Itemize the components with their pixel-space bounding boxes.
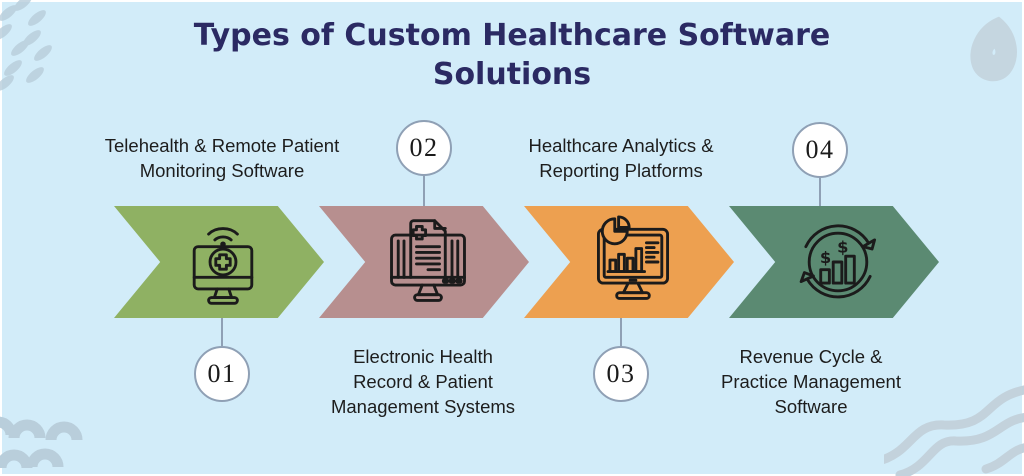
svg-text:$: $: [820, 248, 831, 267]
step-2-arrow: [319, 206, 529, 318]
analytics-dashboard-monitor-icon: [597, 215, 669, 300]
svg-text:$: $: [837, 237, 848, 256]
decor-arches-bottom-left: [0, 416, 83, 469]
step-2-connector-line: [423, 174, 425, 206]
decor-rings-top-right: [970, 16, 1017, 82]
ehr-document-monitor-icon: [390, 219, 466, 302]
step-4-arrow: $ $: [729, 206, 939, 318]
step-1-connector-line: [221, 318, 223, 346]
step-1-arrow: [114, 206, 324, 318]
step-3-number-badge: 03: [593, 346, 649, 402]
step-3-label: Healthcare Analytics & Reporting Platfor…: [528, 135, 714, 181]
page-title: Types of Custom Healthcare Software Solu…: [193, 18, 831, 92]
step-4-label: Revenue Cycle & Practice Management Soft…: [721, 346, 901, 417]
step-3-arrow: [524, 206, 734, 318]
step-1-label: Telehealth & Remote Patient Monitoring S…: [104, 135, 340, 181]
telehealth-monitor-icon: [192, 227, 254, 305]
step-2-number-badge: 02: [396, 120, 452, 176]
step-3-connector-line: [620, 318, 622, 346]
step-4-number-badge: 04: [792, 122, 848, 178]
step-2-label: Electronic Health Record & Patient Manag…: [330, 346, 516, 417]
step-1-number-badge: 01: [194, 346, 250, 402]
step-4-connector-line: [819, 176, 821, 206]
revenue-cycle-icon: $ $: [799, 224, 877, 299]
